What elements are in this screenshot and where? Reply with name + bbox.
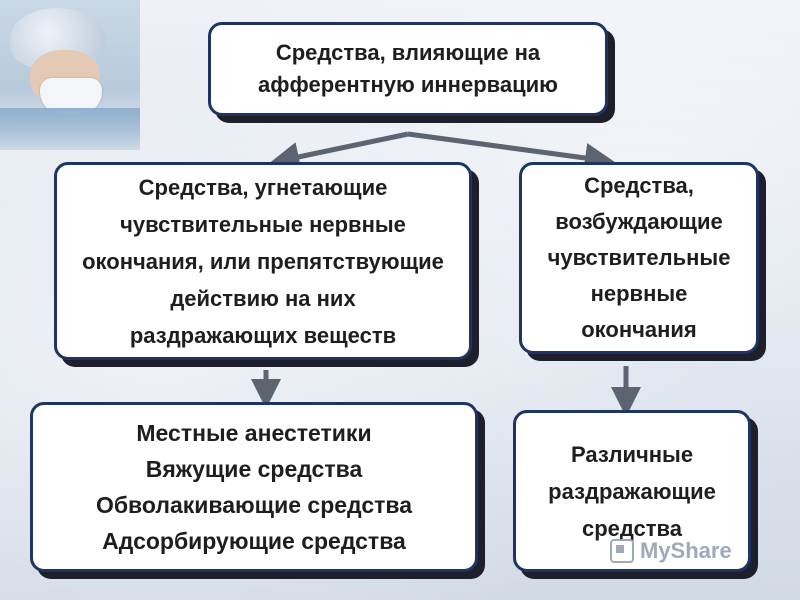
box-text-line: афферентную иннервацию [258, 72, 558, 97]
surgical-gown [0, 108, 140, 150]
box-text-line: Обволакивающие средства [95, 492, 413, 518]
box-text-line: раздражающие [548, 478, 716, 504]
box-text-line: Местные анестетики [136, 420, 372, 446]
box-text-line: окончания [581, 317, 697, 342]
box-irritant-agents: Различные раздражающие средства [513, 410, 751, 572]
box-text-line: средства [581, 515, 683, 541]
box-exciting-agents: Средства, возбуждающие чувствительные не… [519, 162, 759, 354]
box-text-line: Различные [570, 441, 694, 467]
box-text-line: Средства, угнетающие [138, 174, 388, 200]
box-text-line: Адсорбирующие средства [102, 528, 406, 554]
box-text-line: действию на них [170, 285, 356, 311]
box-text-line: Вяжущие средства [145, 456, 363, 482]
box-inhibiting-agents: Средства, угнетающие чувствительные нерв… [54, 162, 472, 360]
box-text-line: нервные [590, 281, 688, 306]
watermark-text: MyShare [640, 538, 732, 563]
box-text-line: окончания, или препятствующие [82, 248, 444, 274]
box-inhibiting-examples: Местные анестетики Вяжущие средства Обво… [30, 402, 478, 572]
surgeon-photo [0, 0, 140, 150]
box-text-line: чувствительные [547, 245, 731, 270]
watermark: MyShare [610, 538, 732, 564]
box-text-line: раздражающих веществ [129, 322, 397, 348]
presentation-icon [610, 539, 634, 563]
box-text-line: возбуждающие [555, 209, 723, 234]
box-text-line: Средства, [584, 173, 694, 198]
box-text-line: Средства, влияющие на [275, 40, 541, 65]
box-afferent-innervation-agents: Средства, влияющие на афферентную иннерв… [208, 22, 608, 116]
box-text-line: чувствительные нервные [120, 211, 406, 237]
